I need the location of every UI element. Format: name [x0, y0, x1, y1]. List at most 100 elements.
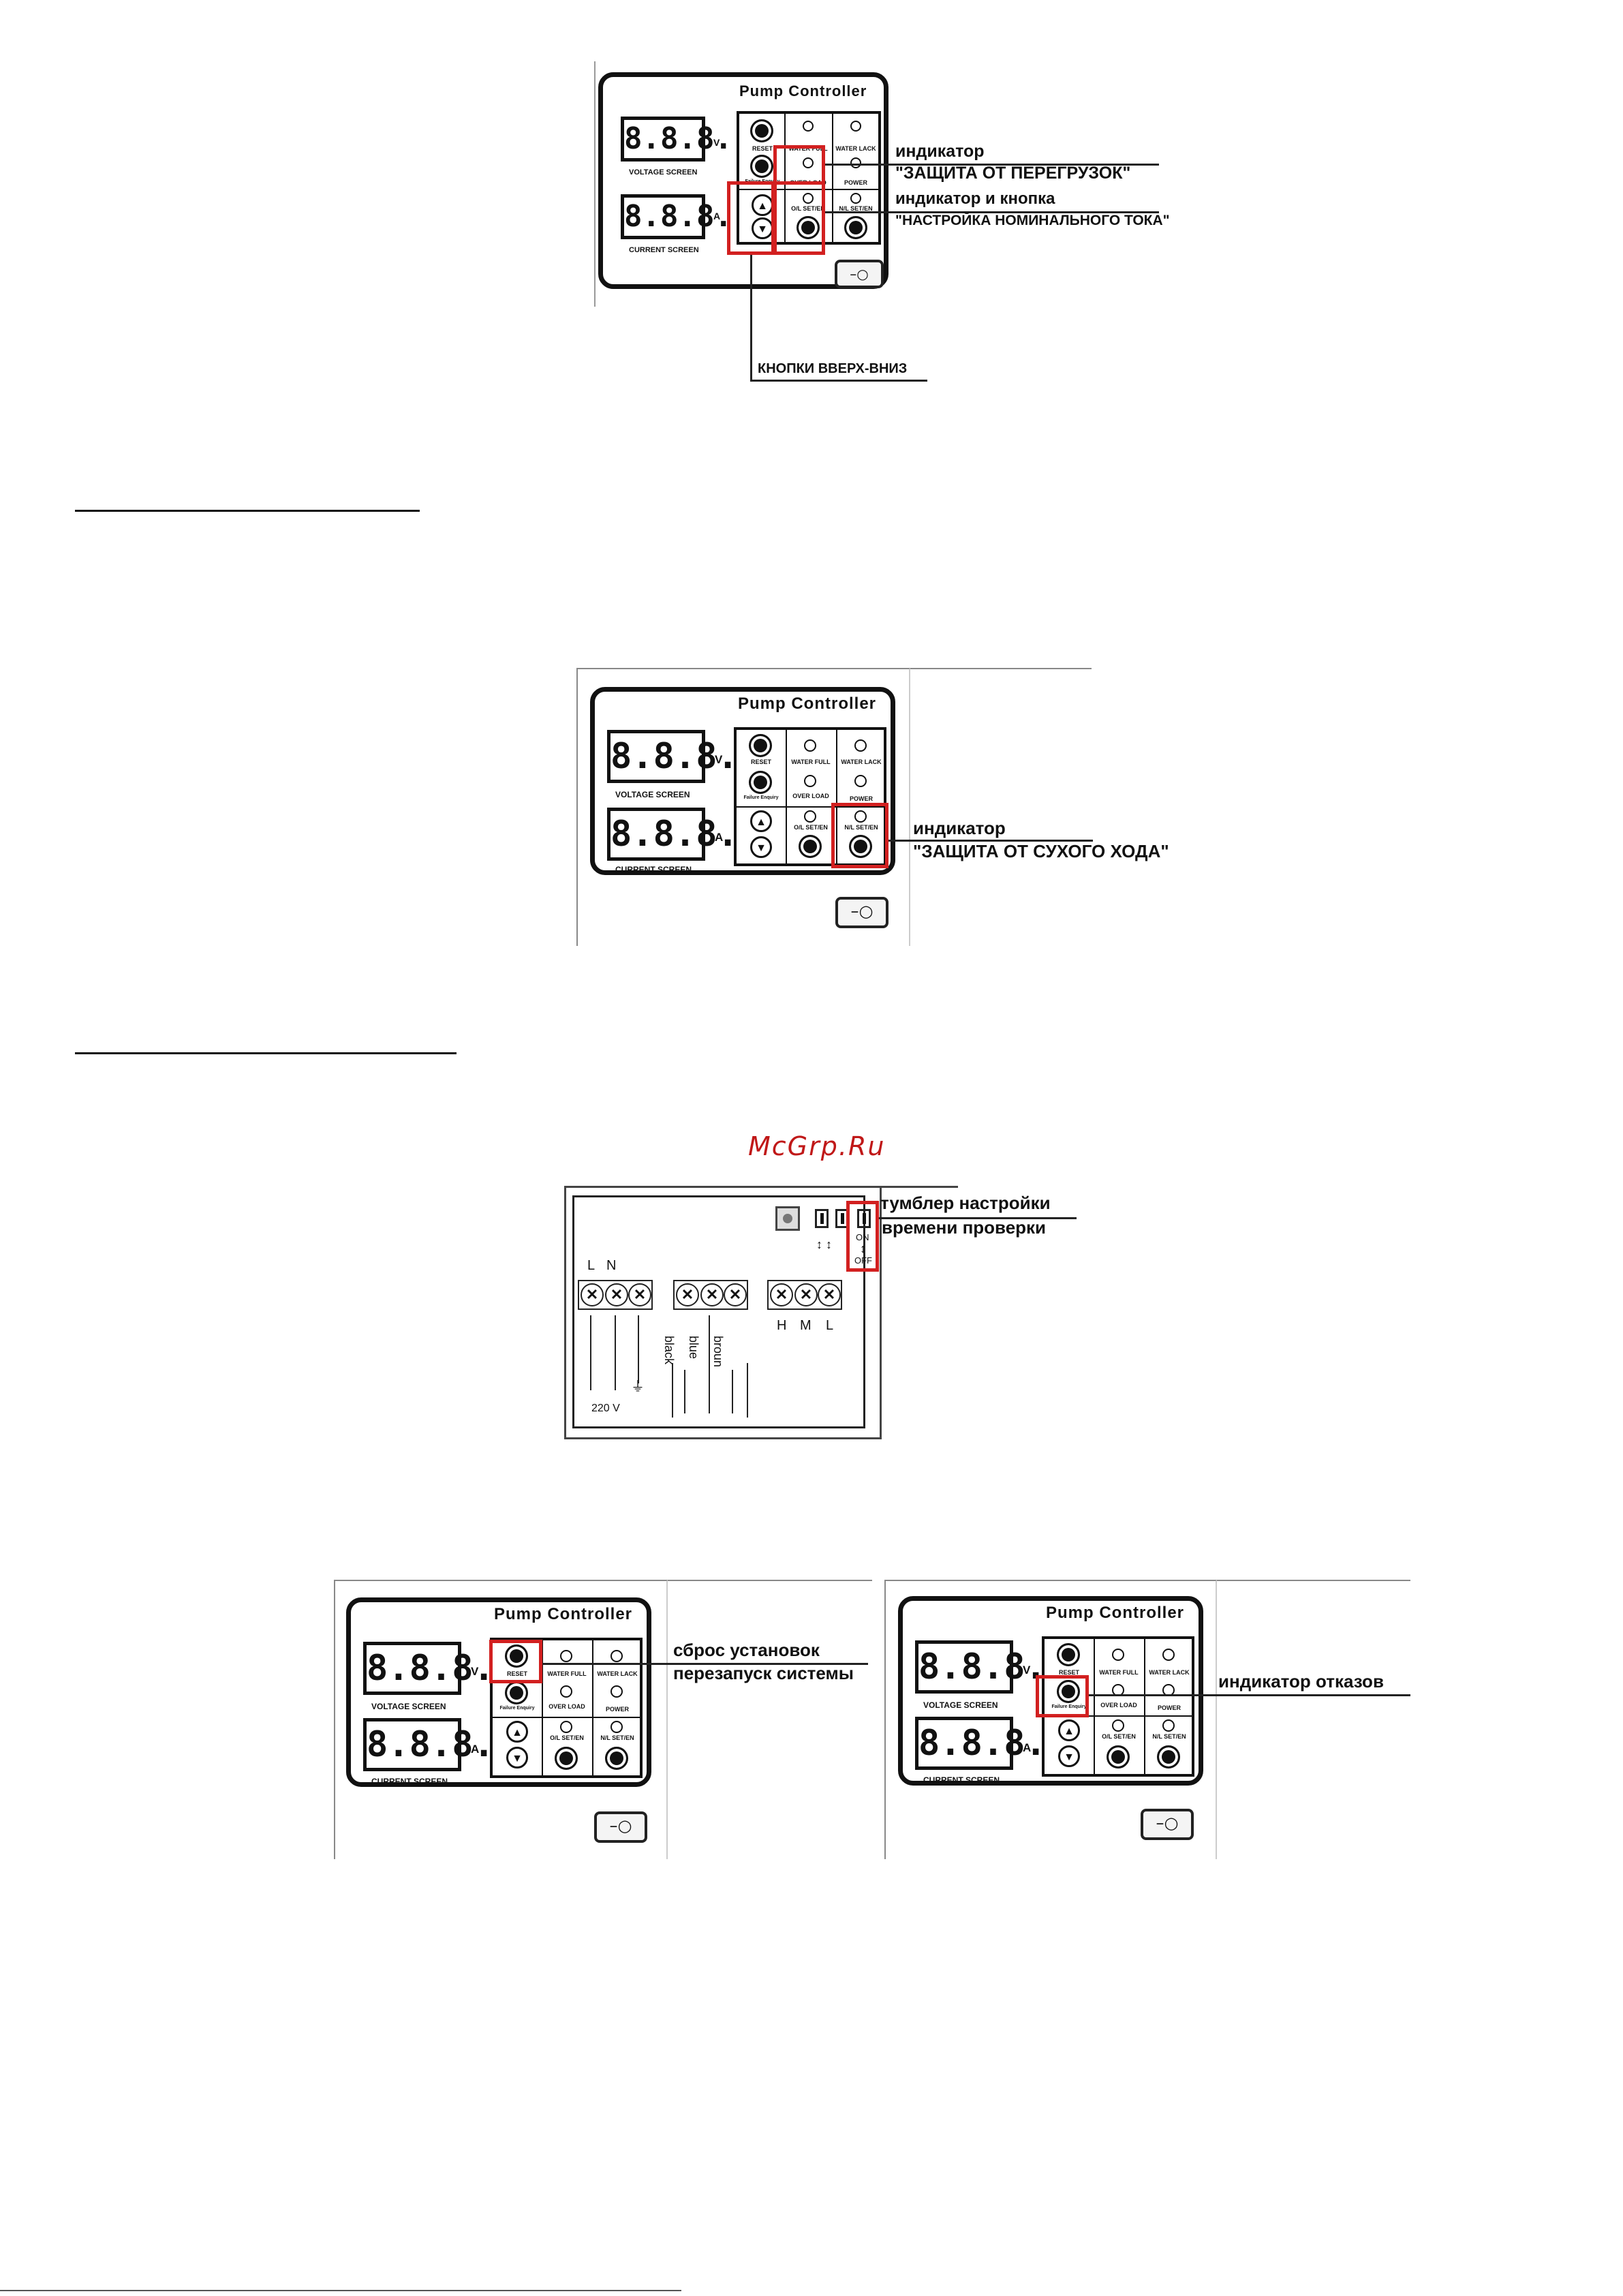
power-switch[interactable]: –○ — [835, 897, 888, 928]
current-display: 8.8.8. — [607, 808, 739, 861]
dip-switch-1[interactable] — [815, 1209, 829, 1228]
water-full-led — [560, 1650, 572, 1662]
dip-switch-3[interactable] — [857, 1209, 871, 1228]
water-full-label: WATER FULL — [1099, 1669, 1139, 1676]
current-caption: CURRENT SCREEN — [629, 246, 699, 254]
callout-reset-1: сброс установок — [673, 1640, 820, 1660]
water-lack-label: WATER LACK — [835, 145, 876, 152]
failure-highlight — [1036, 1675, 1089, 1717]
test-button[interactable] — [775, 1206, 800, 1231]
terminal-screw: ✕ — [724, 1283, 747, 1306]
board-frame — [564, 1186, 882, 1439]
voltage-caption: VOLTAGE SCREEN — [371, 1702, 446, 1711]
callout-reset-2: перезапуск системы — [673, 1663, 854, 1683]
reset-label: RESET — [1058, 1669, 1079, 1676]
wire-black-label: black — [662, 1336, 676, 1365]
leader-line — [542, 1663, 868, 1665]
callout-timer-1: тумблер настройки — [880, 1193, 1051, 1213]
nl-setien-button[interactable] — [1157, 1745, 1180, 1769]
over-load-label: OVER LOAD — [548, 1703, 585, 1710]
callout-overload-2: "ЗАЩИТА ОТ ПЕРЕГРУЗОК" — [895, 164, 1131, 183]
on-label: ON — [856, 1232, 869, 1242]
water-full-label: WATER FULL — [547, 1670, 587, 1677]
up-down-highlight — [727, 181, 775, 255]
nl-setien-label: N/L SET/EN — [600, 1734, 634, 1741]
figure-frame — [884, 1580, 1217, 1859]
failure-enquiry-button[interactable] — [749, 771, 772, 794]
water-lack-label: WATER LACK — [841, 759, 882, 765]
off-label: OFF — [854, 1255, 872, 1266]
up-button[interactable]: ▲ — [506, 1721, 528, 1743]
wire-blue-label: blue — [687, 1336, 700, 1360]
current-caption: CURRENT SCREEN — [615, 865, 692, 874]
reset-label: RESET — [750, 759, 771, 765]
reset-button[interactable] — [1057, 1643, 1080, 1666]
controller-panel: Pump Controller 8.8.8. V VOLTAGE SCREEN … — [590, 687, 895, 875]
water-full-led — [804, 739, 816, 752]
ol-setien-button[interactable] — [799, 835, 822, 858]
water-lack-led — [854, 739, 867, 752]
unit-a: A — [471, 1743, 480, 1756]
leader-line — [825, 164, 1159, 166]
ol-setien-label: O/L SET/EN — [550, 1734, 584, 1741]
nl-setien-button[interactable] — [605, 1747, 628, 1770]
up-button[interactable]: ▲ — [1058, 1719, 1080, 1741]
reset-button[interactable] — [505, 1644, 528, 1668]
over-load-led — [803, 157, 814, 168]
unit-a: A — [713, 211, 721, 221]
terminal-block-level: ✕ ✕ ✕ — [767, 1280, 842, 1310]
power-led — [854, 775, 867, 787]
failure-enquiry-button[interactable] — [750, 155, 773, 178]
voltage-display: 8.8.8. — [621, 117, 732, 162]
leader-line — [879, 1217, 1077, 1219]
power-switch[interactable]: –○ — [1141, 1809, 1194, 1840]
reset-button[interactable] — [749, 734, 772, 757]
water-lack-label: WATER LACK — [597, 1670, 638, 1677]
up-button[interactable]: ▲ — [750, 810, 772, 832]
down-button[interactable]: ▼ — [750, 836, 772, 858]
figure-dryrun: Pump Controller 8.8.8. V VOLTAGE SCREEN … — [576, 668, 1203, 954]
ol-setien-label: O/L SET/EN — [1102, 1733, 1136, 1740]
ol-setien-label: O/L SET/EN — [794, 824, 828, 831]
nl-setien-button[interactable] — [844, 216, 867, 239]
power-label: POWER — [605, 1706, 629, 1713]
terminal-block-power: ✕ ✕ ✕ — [578, 1280, 653, 1310]
reset-label: RESET — [506, 1670, 527, 1677]
label-L: L — [587, 1258, 596, 1273]
timer-switch-highlight — [846, 1201, 879, 1272]
over-load-label: OVER LOAD — [1100, 1702, 1137, 1709]
callout-overload-1: индикатор — [895, 142, 985, 161]
panel-title: Pump Controller — [739, 82, 867, 100]
ol-setien-button[interactable] — [797, 216, 820, 239]
nl-setien-led — [850, 193, 861, 204]
power-switch[interactable]: –○ — [835, 260, 884, 288]
water-lack-led — [610, 1650, 623, 1662]
figure-frame — [334, 1580, 668, 1859]
ol-setien-button[interactable] — [555, 1747, 578, 1770]
terminal-screw: ✕ — [794, 1283, 818, 1306]
nl-setien-led — [854, 810, 867, 823]
reset-button[interactable] — [750, 119, 773, 142]
nl-setien-button[interactable] — [849, 835, 872, 858]
failure-enquiry-button[interactable] — [505, 1681, 528, 1704]
down-button[interactable]: ▼ — [506, 1747, 528, 1769]
ol-setien-button[interactable] — [1107, 1745, 1130, 1769]
wire-broun-label: broun — [711, 1336, 725, 1368]
figure-reset: Pump Controller 8.8.8. V VOLTAGE SCREEN … — [334, 1580, 872, 1866]
reset-highlight — [489, 1640, 542, 1683]
ol-setien-led — [803, 193, 814, 204]
nl-setien-label: N/L SET/EN — [844, 824, 878, 831]
power-label: POWER — [844, 179, 867, 186]
label-H: H — [777, 1318, 787, 1333]
callout-failure: индикатор отказов — [1218, 1671, 1384, 1692]
down-button[interactable]: ▼ — [1058, 1745, 1080, 1767]
failure-enquiry-button[interactable] — [1057, 1680, 1080, 1703]
current-display: 8.8.8. — [363, 1718, 495, 1771]
over-load-label: OVER LOAD — [792, 793, 829, 799]
terminal-screw: ✕ — [676, 1283, 699, 1306]
power-switch[interactable]: –○ — [594, 1811, 647, 1843]
current-display: 8.8.8. — [621, 194, 732, 239]
up-button[interactable]: ▲ — [752, 194, 773, 216]
water-lack-label: WATER LACK — [1149, 1669, 1190, 1676]
nl-setien-label: N/L SET/EN — [839, 205, 873, 212]
